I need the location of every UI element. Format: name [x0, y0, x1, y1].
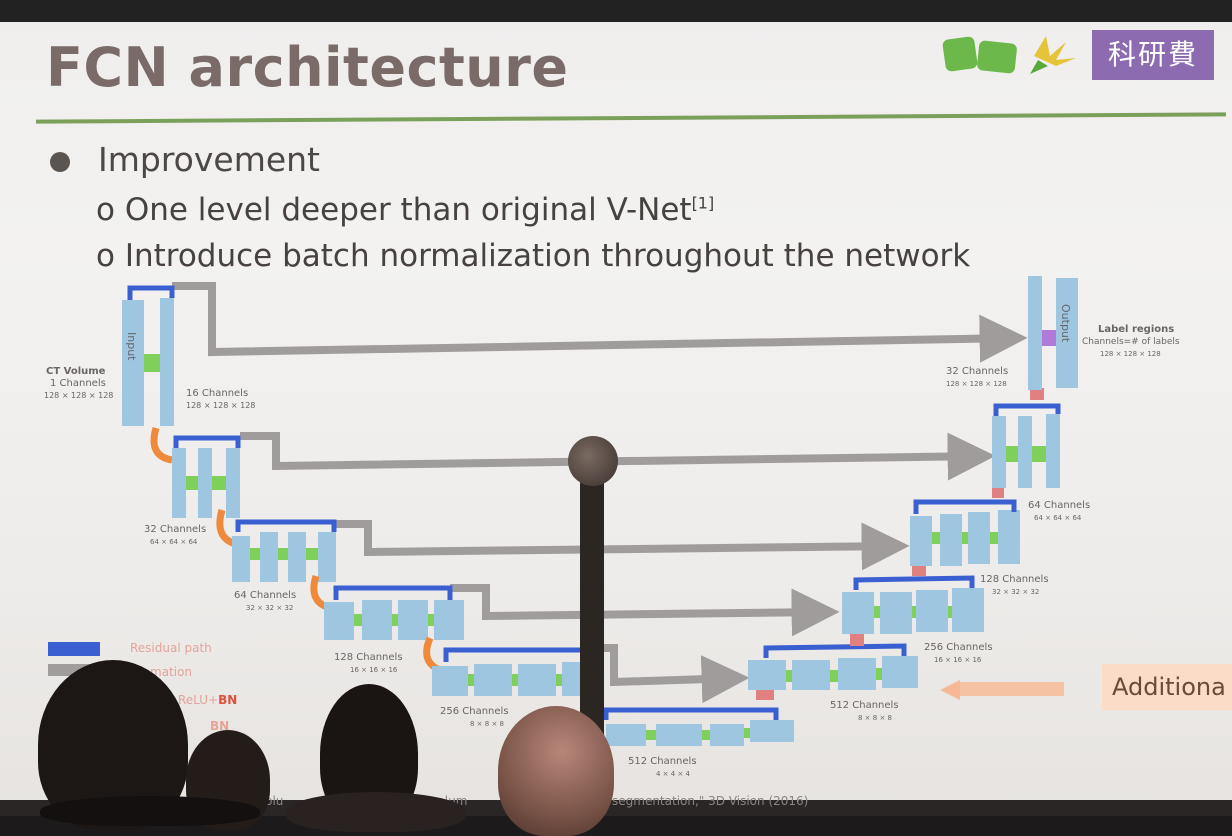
microphone-head-icon — [568, 436, 618, 486]
legend-residual-swatch — [48, 642, 100, 656]
dec-label-64: 64 Channels 64 × 64 × 64 — [1028, 500, 1090, 522]
svg-text:16 × 16 × 16: 16 × 16 × 16 — [934, 656, 982, 664]
svg-text:128 × 128 × 128: 128 × 128 × 128 — [946, 380, 1007, 388]
medlis-logo-icon — [942, 36, 1076, 74]
input-stage: Input — [122, 285, 175, 426]
audience-shoulders — [40, 796, 260, 826]
decoder-level3 — [910, 499, 1020, 576]
svg-text:256 Channels: 256 Channels — [440, 706, 509, 717]
svg-text:16 Channels: 16 Channels — [186, 388, 248, 399]
additional-arrow-shaft — [960, 682, 1064, 696]
sub-item-deeper: o One level deeper than original V-Net[1… — [96, 192, 714, 228]
kakenhi-logo-text: 科研費 — [1107, 38, 1198, 71]
dec-label-256: 256 Channels 16 × 16 × 16 — [924, 642, 993, 664]
svg-text:64 × 64 × 64: 64 × 64 × 64 — [150, 538, 198, 546]
svg-text:16 × 16 × 16: 16 × 16 × 16 — [350, 666, 398, 674]
sub-item-batchnorm: o Introduce batch normalization througho… — [96, 238, 970, 274]
screen-top-edge — [0, 0, 1232, 22]
svg-text:128 Channels: 128 Channels — [334, 652, 403, 663]
enc-label-16: 16 Channels 128 × 128 × 128 — [186, 388, 255, 410]
svg-text:64 Channels: 64 Channels — [234, 590, 296, 601]
svg-text:32 × 32 × 32: 32 × 32 × 32 — [246, 604, 293, 612]
skip-arrow-level1 — [172, 282, 1028, 363]
svg-text:8 × 8 × 8: 8 × 8 × 8 — [858, 714, 892, 722]
skip-arrow-level5 — [584, 644, 750, 704]
down-conv-arc — [423, 636, 442, 674]
dec-label-512: 512 Channels 8 × 8 × 8 — [830, 700, 899, 722]
svg-text:128 × 128 × 128: 128 × 128 × 128 — [44, 391, 113, 400]
input-label: Input — [125, 332, 138, 361]
legend-relu-text: ReLU+BN — [178, 693, 237, 707]
output-label: Output — [1059, 304, 1072, 343]
svg-text:Channels=# of labels: Channels=# of labels — [1082, 337, 1180, 347]
svg-text:512 Channels: 512 Channels — [830, 700, 899, 711]
svg-text:Label regions: Label regions — [1098, 324, 1174, 335]
svg-text:128 Channels: 128 Channels — [980, 574, 1049, 585]
svg-text:1 Channels: 1 Channels — [50, 378, 106, 389]
legend-bn-text: BN — [210, 719, 229, 733]
svg-text:CT Volume: CT Volume — [46, 366, 106, 377]
enc-label-64: 64 Channels 32 × 32 × 32 — [234, 590, 296, 612]
skip-connections — [172, 282, 1028, 704]
skip-arrow-level2 — [240, 432, 996, 481]
enc-label-128: 128 Channels 16 × 16 × 16 — [334, 652, 403, 674]
citation-sup: [1] — [691, 193, 715, 213]
encoder-level4 — [324, 585, 464, 640]
enc-label-32: 32 Channels 64 × 64 × 64 — [144, 524, 206, 546]
encoder-level3 — [232, 519, 337, 582]
bullet-dot-icon — [50, 152, 70, 172]
svg-text:128 × 128 × 128: 128 × 128 × 128 — [1100, 350, 1161, 358]
svg-text:64 Channels: 64 Channels — [1028, 500, 1090, 511]
skip-arrow-level3 — [336, 520, 910, 571]
logo-group — [938, 30, 1228, 86]
svg-text:64 × 64 × 64: 64 × 64 × 64 — [1034, 514, 1082, 522]
down-conv-arc — [150, 427, 173, 464]
slide-title: FCN architecture — [46, 36, 569, 99]
bullet-improvement: Improvement — [98, 140, 320, 179]
audience-head — [498, 706, 614, 836]
decoder-level5 — [748, 643, 918, 700]
svg-text:8 × 8 × 8: 8 × 8 × 8 — [470, 720, 504, 728]
svg-text:32 × 32 × 32: 32 × 32 × 32 — [992, 588, 1039, 596]
sub-marker: o — [96, 238, 115, 274]
svg-text:32 Channels: 32 Channels — [144, 524, 206, 535]
reference-text: segmentation," 3D Vision (2016) — [612, 794, 809, 808]
output-stage: Output — [1028, 276, 1078, 400]
skip-arrow-level4 — [450, 584, 840, 637]
audience-shoulders — [286, 792, 466, 832]
svg-text:512 Channels: 512 Channels — [628, 756, 697, 767]
additional-label-box: Additiona — [1102, 664, 1232, 710]
svg-text:128 × 128 × 128: 128 × 128 × 128 — [186, 401, 255, 410]
enc-label-256: 256 Channels 8 × 8 × 8 — [440, 706, 509, 728]
vnet-diagram: Input CT Volume 1 Channels 128 × 128 × 1… — [44, 276, 1180, 778]
dec-label-128: 128 Channels 32 × 32 × 32 — [980, 574, 1049, 596]
decoder-level2 — [992, 403, 1061, 498]
legend-concat-text: mation — [150, 665, 192, 679]
label-regions: Label regions Channels=# of labels 128 ×… — [1082, 324, 1180, 358]
enc-label-512: 512 Channels 4 × 4 × 4 — [628, 756, 697, 778]
ct-volume-label: CT Volume 1 Channels 128 × 128 × 128 — [44, 366, 113, 400]
legend-residual-text: Residual path — [130, 641, 212, 655]
sub-marker: o — [96, 192, 115, 228]
sub-text: One level deeper than original V-Net — [124, 192, 692, 228]
dec-label-32: 32 Channels 128 × 128 × 128 — [946, 366, 1008, 388]
encoder-level2 — [172, 435, 241, 518]
svg-text:4 × 4 × 4: 4 × 4 × 4 — [656, 770, 691, 778]
kakenhi-logo: 科研費 — [1092, 30, 1214, 80]
bottom-level — [603, 707, 794, 746]
decoder-level4 — [842, 575, 984, 646]
encoder-level5 — [432, 647, 588, 696]
sub-text: Introduce batch normalization throughout… — [124, 238, 971, 274]
svg-text:256 Channels: 256 Channels — [924, 642, 993, 653]
svg-text:32 Channels: 32 Channels — [946, 366, 1008, 377]
